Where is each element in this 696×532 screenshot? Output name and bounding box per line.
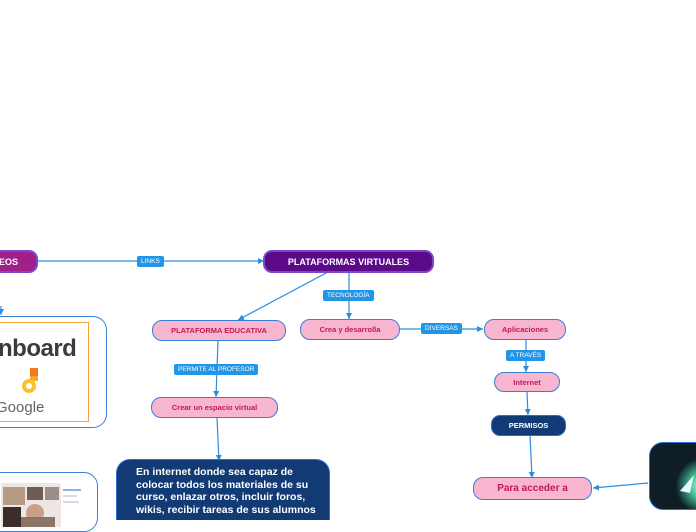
node-plataformas-virtuales-text: PLATAFORMAS VIRTUALES <box>287 256 410 267</box>
node-plataforma-educativa[interactable]: PLATAFORMA EDUCATIVA <box>152 320 286 341</box>
node-internet-text: Internet <box>513 377 541 387</box>
node-permisos-text: PERMISOS <box>508 421 549 430</box>
node-crear-espacio-text: Crear un espacio virtual <box>171 403 258 412</box>
edge-permisos-to-acceder <box>528 434 535 479</box>
node-crear-espacio[interactable]: Crear un espacio virtual <box>151 397 278 418</box>
node-plataformas-virtuales[interactable]: PLATAFORMAS VIRTUALES <box>263 250 434 273</box>
jamboard-icon <box>22 368 38 393</box>
node-videos[interactable]: EOS <box>0 250 38 273</box>
edge-label-a-traves: A TRAVÉS <box>506 350 546 361</box>
google-wordmark: Google <box>0 399 45 416</box>
edge-crear-to-description <box>215 417 222 462</box>
node-para-acceder-text: Para acceder a <box>497 483 568 494</box>
right-image-node[interactable] <box>649 442 696 510</box>
edge-internet-to-permisos <box>524 391 531 416</box>
node-description[interactable]: En internet donde sea capaz de colocar t… <box>116 459 330 520</box>
node-aplicaciones-text: Aplicaciones <box>501 325 549 334</box>
node-crea-desarrolla-text: Crea y desarrolla <box>319 325 381 334</box>
node-plataforma-educativa-text: PLATAFORMA EDUCATIVA <box>171 326 267 335</box>
jamboard-wordmark: nboard <box>0 335 77 362</box>
video-call-image-card[interactable] <box>0 472 98 532</box>
edge-label-links: LINKS <box>137 256 164 267</box>
globe-graphic <box>670 455 696 509</box>
node-para-acceder[interactable]: Para acceder a <box>473 477 592 500</box>
node-videos-text: EOS <box>0 256 18 267</box>
node-internet[interactable]: Internet <box>494 372 560 392</box>
node-crea-desarrolla[interactable]: Crea y desarrolla <box>300 319 400 340</box>
edge-plataformas-to-educativa <box>237 271 329 321</box>
edge-label-permite-profesor: PERMITE AL PROFESOR <box>174 364 259 375</box>
jamboard-logo: nboard Google <box>0 322 89 422</box>
node-description-text: En internet donde sea capaz de colocar t… <box>136 466 316 516</box>
edge-label-diversas: DIVERSAS <box>421 323 462 334</box>
jamboard-image-card[interactable]: nboard Google <box>0 316 107 428</box>
edge-right-to-acceder <box>592 482 649 491</box>
edge-label-tecnologia: TECNOLOGÍA <box>323 290 374 301</box>
node-permisos[interactable]: PERMISOS <box>491 415 566 436</box>
node-aplicaciones[interactable]: Aplicaciones <box>484 319 566 340</box>
